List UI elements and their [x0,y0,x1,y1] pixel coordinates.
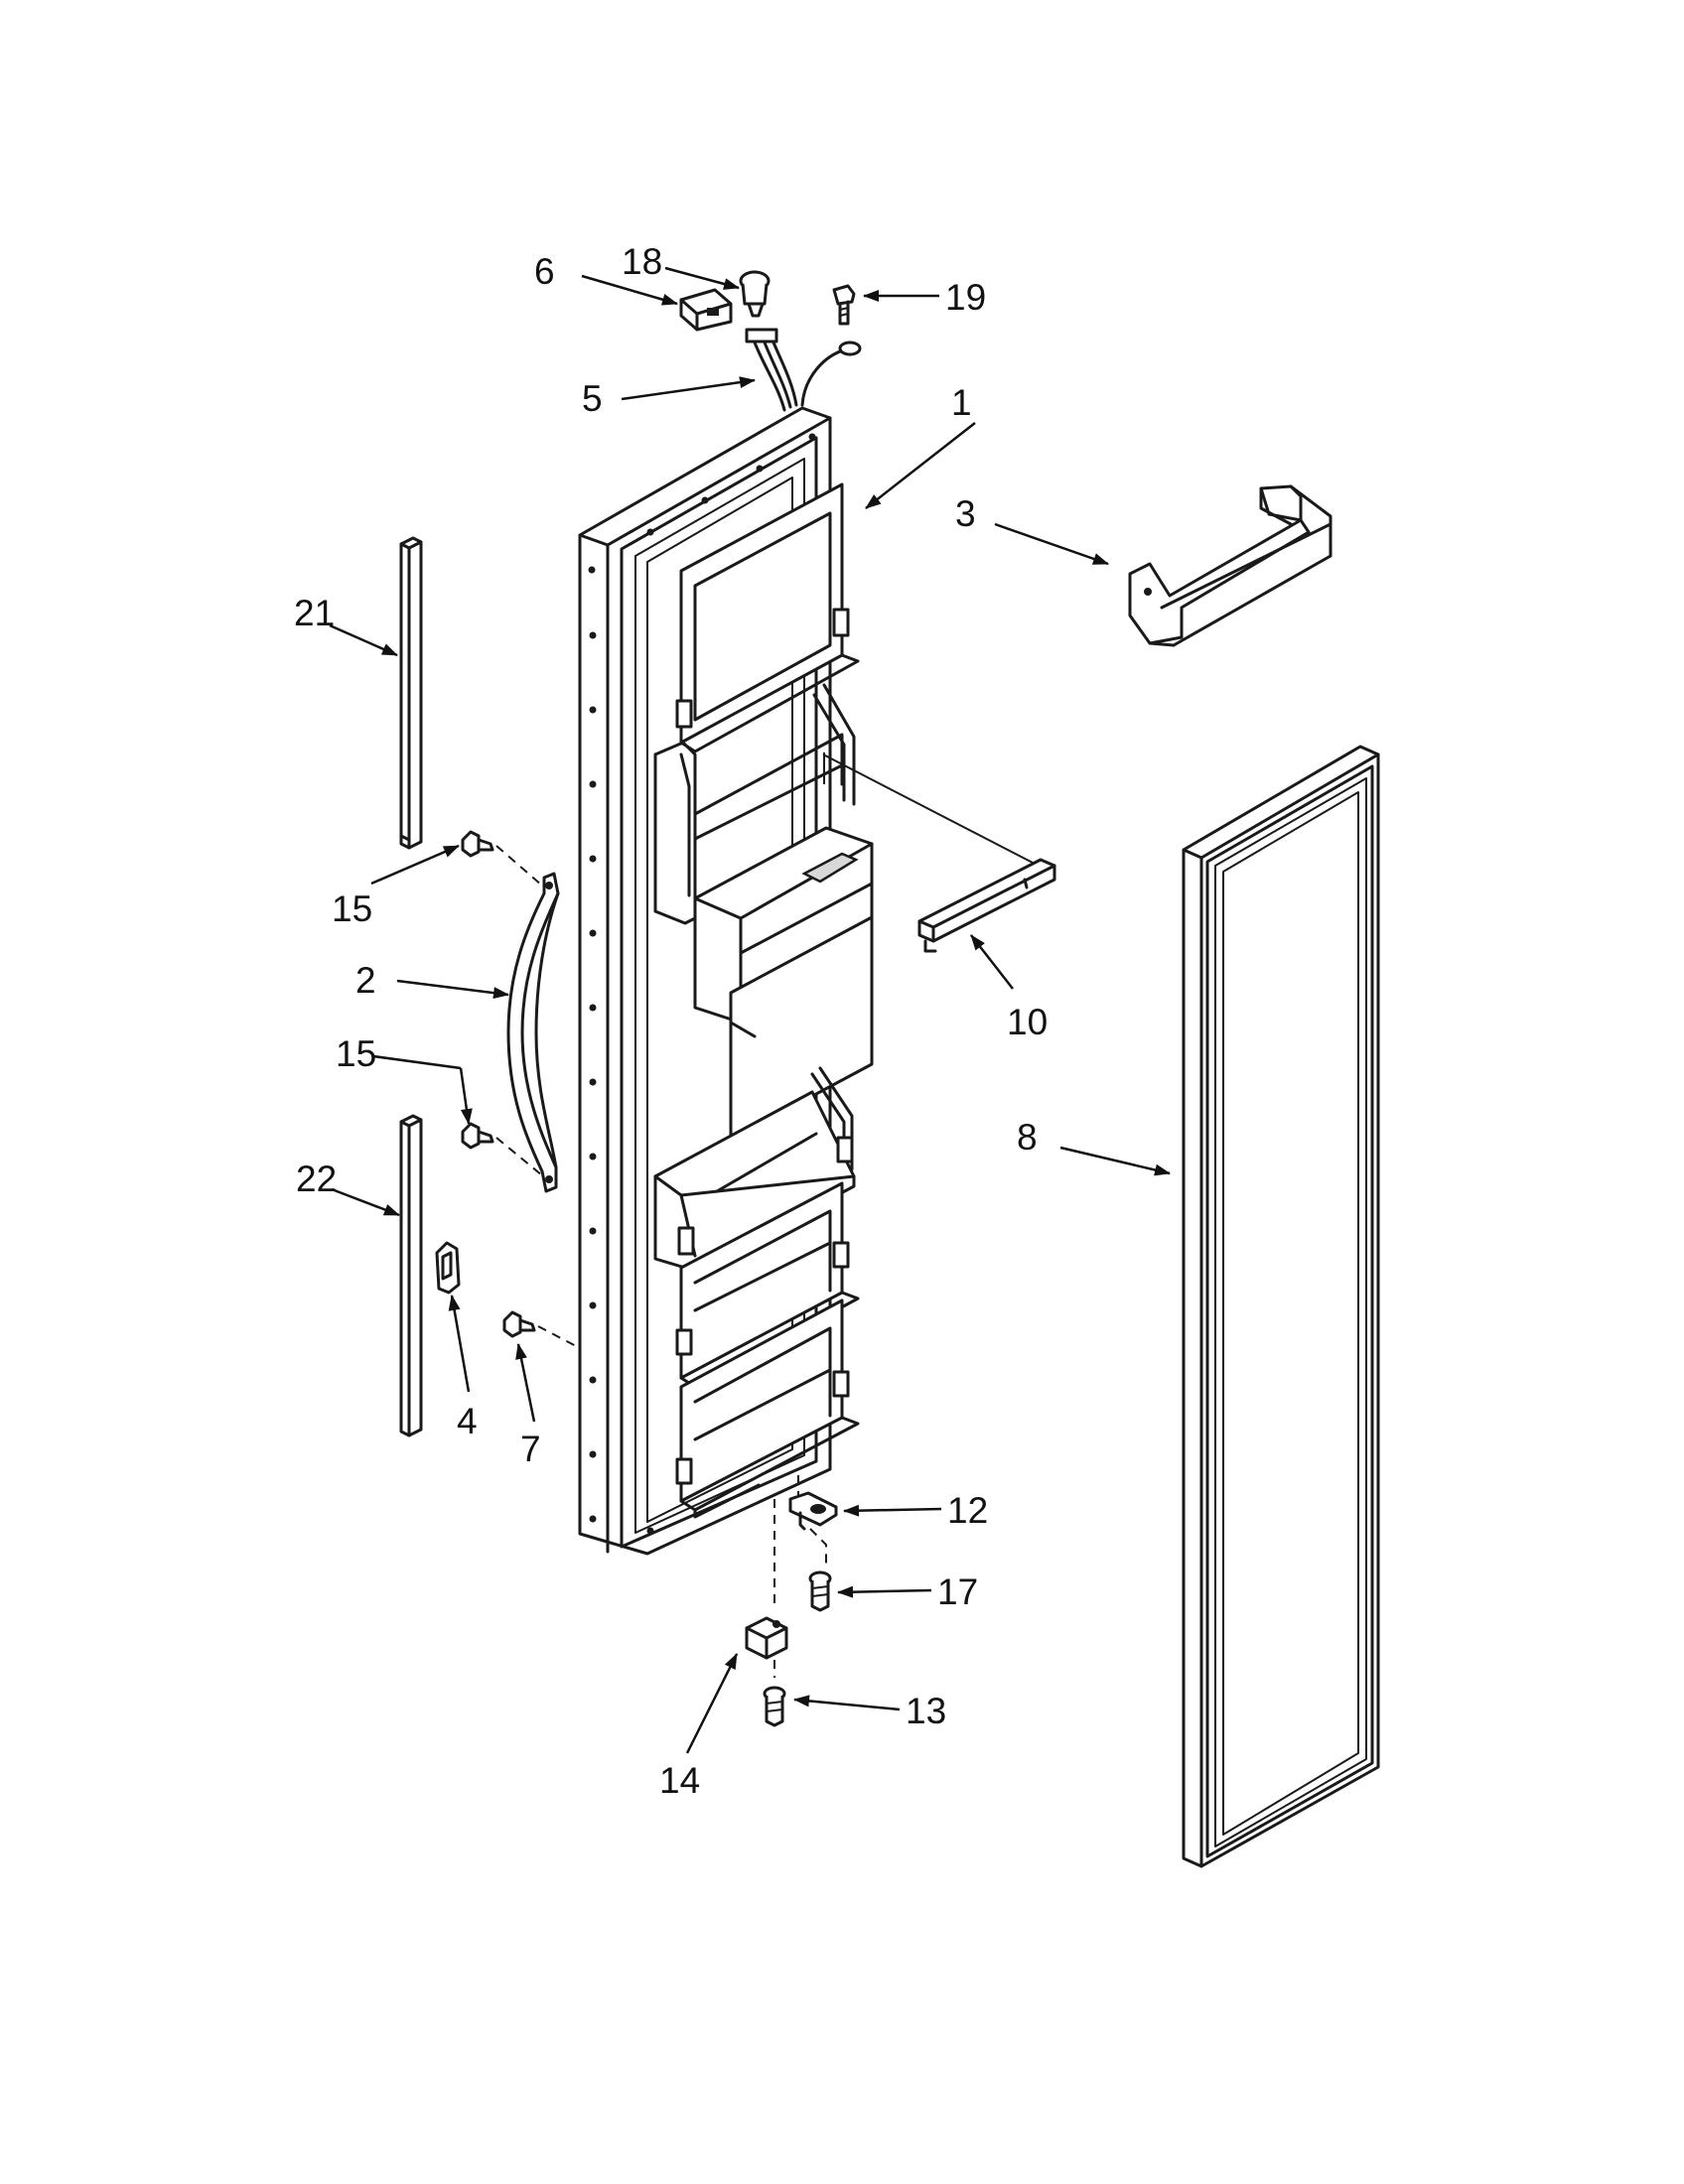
callout-21: 21 [294,593,335,633]
callout-1: 1 [951,382,972,423]
callout-19: 19 [945,277,986,318]
screw-part-13 [763,1686,786,1727]
callout-8: 8 [1017,1117,1038,1158]
screw-part-17 [808,1570,832,1612]
callout-13: 13 [906,1691,946,1731]
hinge-block-part-14 [745,1499,788,1678]
door-gasket-part-8 [1182,745,1380,1868]
trim-part-22 [399,1114,423,1437]
door-shelf-part-3 [1128,484,1333,647]
callout-22: 22 [296,1159,337,1199]
callout-5: 5 [582,378,603,419]
callout-18: 18 [622,241,662,282]
callout-17: 17 [937,1571,978,1612]
callout-6: 6 [534,251,555,292]
wire-harness-part-5 [745,328,862,412]
screw-part-19 [832,284,856,326]
callout-12: 12 [947,1490,988,1531]
callout-7: 7 [520,1429,541,1469]
callout-2: 2 [355,960,376,1001]
freezer-door-part-1 [578,406,874,1556]
trim-part-21 [399,536,423,850]
callout-14: 14 [659,1760,700,1801]
callout-10: 10 [1007,1002,1048,1042]
door-gasket-holes [588,433,816,1535]
connector-part-6 [679,288,733,332]
channel-part-10 [822,753,1056,953]
screw-part-15-upper [461,830,543,887]
callout-15-upper: 15 [332,888,372,929]
hinge-bracket-part-12 [788,1475,838,1569]
callout-3: 3 [955,493,976,534]
leader-lines [329,266,1171,1754]
door-handle-part-2 [506,872,560,1193]
callout-15-lower: 15 [336,1033,376,1074]
callout-labels: 1 2 3 4 5 6 7 8 10 12 13 14 15 15 17 18 … [294,241,1048,1801]
plug-part-18 [739,270,771,318]
screw-part-7 [502,1310,581,1349]
clip-part-4 [435,1241,461,1295]
callout-4: 4 [457,1401,478,1441]
